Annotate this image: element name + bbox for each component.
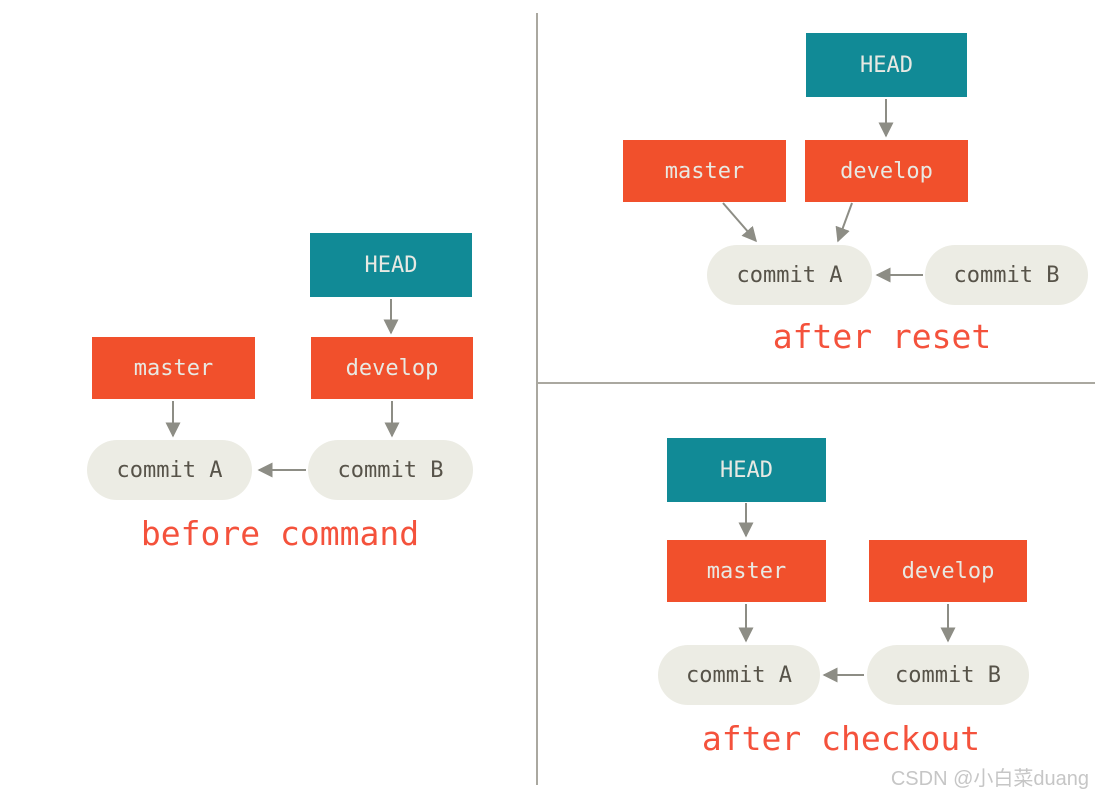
head-box: HEAD: [310, 233, 472, 297]
master-label: master: [133, 355, 214, 381]
develop-box: develop: [805, 140, 968, 202]
develop-label: develop: [901, 558, 995, 584]
head-label: HEAD: [364, 252, 418, 278]
commit-a-label: commit A: [116, 457, 223, 483]
arrow-develop-to-commit-a: [835, 202, 853, 243]
develop-label: develop: [345, 355, 439, 381]
arrow-master-to-commit-a: [722, 202, 757, 243]
csdn-watermark: CSDN @小白菜duang: [890, 768, 1089, 790]
master-box: master: [667, 540, 826, 602]
commit-a-label: commit A: [736, 262, 843, 288]
master-box: master: [623, 140, 786, 202]
commit-a-label: commit A: [686, 662, 792, 688]
commit-b-node: commit B: [925, 245, 1088, 305]
commit-a-node: commit A: [87, 440, 252, 500]
head-box: HEAD: [667, 438, 826, 502]
commit-b-label: commit B: [895, 662, 1001, 688]
master-label: master: [664, 158, 745, 184]
commit-a-node: commit A: [658, 645, 820, 705]
head-label: HEAD: [860, 52, 913, 78]
panel-caption: before command: [140, 514, 420, 553]
commit-b-label: commit B: [953, 262, 1060, 288]
head-label: HEAD: [720, 457, 773, 483]
head-box: HEAD: [806, 33, 967, 97]
master-box: master: [92, 337, 255, 399]
develop-box: develop: [311, 337, 473, 399]
develop-box: develop: [869, 540, 1027, 602]
master-label: master: [706, 558, 787, 584]
commit-a-node: commit A: [707, 245, 872, 305]
panel-caption: after reset: [772, 317, 992, 356]
commit-b-node: commit B: [867, 645, 1029, 705]
commit-b-label: commit B: [337, 457, 444, 483]
commit-b-node: commit B: [308, 440, 473, 500]
panel-caption: after checkout: [701, 719, 981, 758]
develop-label: develop: [840, 158, 933, 184]
